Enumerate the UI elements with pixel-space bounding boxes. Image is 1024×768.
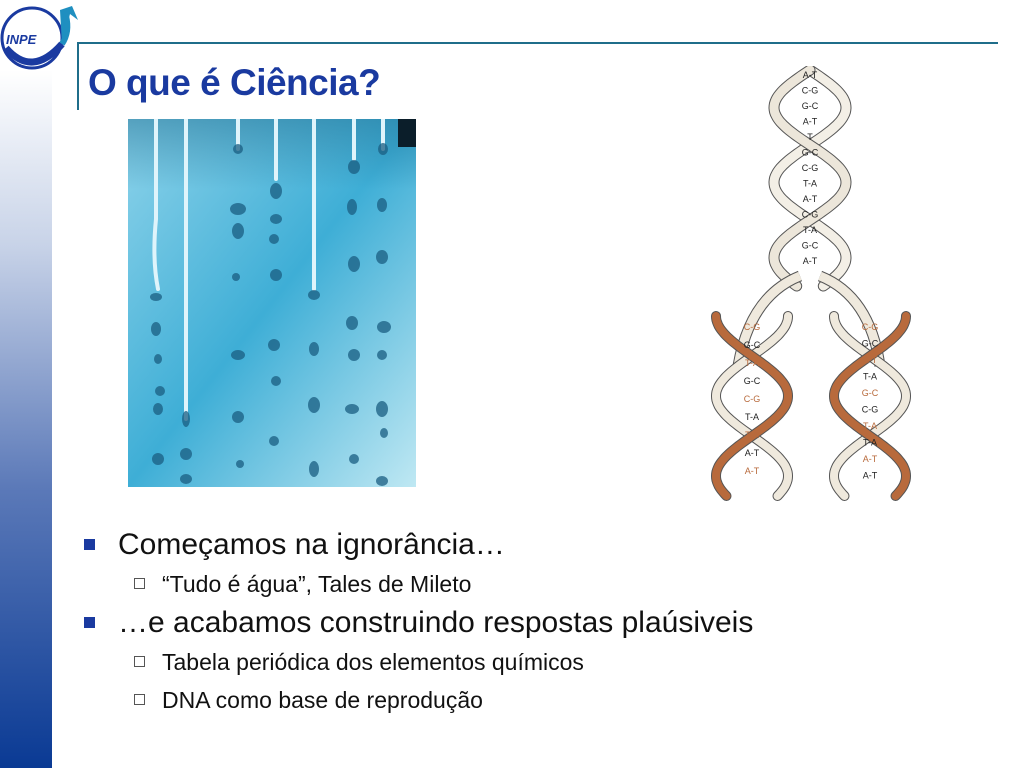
base-pair-label: A-T — [803, 256, 818, 266]
base-pair-label: G-C — [802, 241, 819, 251]
base-pair-label: A-T — [803, 117, 818, 127]
bullet-text: Começamos na ignorância… — [118, 528, 505, 561]
sub-bullet-item: “Tudo é água”, Tales de Mileto — [78, 565, 978, 603]
bullet-item: …e acabamos construindo respostas plaúsi… — [78, 603, 978, 643]
base-pair-label: T-A — [863, 438, 877, 448]
base-pair-label: G-C — [862, 339, 879, 349]
base-pair-label: A-T — [745, 448, 760, 458]
base-pair-label: G-C — [862, 388, 879, 398]
base-pair-label: G-C — [744, 340, 761, 350]
base-pair-label: C-G — [862, 405, 879, 415]
sub-bullet-text: “Tudo é água”, Tales de Mileto — [162, 571, 472, 597]
bullet-marker — [84, 539, 95, 550]
base-pair-label: T-A — [803, 225, 817, 235]
base-pair-label: A-T — [745, 466, 760, 476]
title-rule — [77, 42, 79, 110]
bullet-item: Começamos na ignorância… — [78, 525, 978, 565]
sidebar-gradient — [0, 70, 52, 768]
sub-bullet-text: Tabela periódica dos elementos químicos — [162, 649, 584, 675]
base-pair-label: C-G — [744, 322, 761, 332]
dna-replication-image: A-T C-G G-C A-T T G-C C-G T-A A-T C-G T-A G-C A-T C-… — [710, 66, 912, 501]
base-pair-label: C-G — [802, 163, 819, 173]
base-pair-label: T-A — [803, 179, 817, 189]
base-pair-label: T-A — [745, 412, 759, 422]
page-title: O que é Ciência? — [88, 62, 381, 103]
sub-bullet-marker — [134, 694, 145, 705]
base-pair-label: C-G — [862, 322, 879, 332]
sub-bullet-item: DNA como base de reprodução — [78, 681, 978, 719]
base-pair-label: T-A — [745, 358, 759, 368]
base-pair-label: A-T — [863, 355, 878, 365]
sub-bullet-item: Tabela periódica dos elementos químicos — [78, 643, 978, 681]
base-pair-label: T — [807, 132, 813, 142]
sub-bullet-text: DNA como base de reprodução — [162, 687, 483, 713]
base-pair-label: A-T — [803, 194, 818, 204]
base-pair-label: G-C — [802, 148, 819, 158]
water-drops-image — [128, 119, 416, 487]
base-pair-label: A-T — [803, 70, 818, 80]
inpe-logo: INPE — [0, 6, 78, 70]
sub-bullet-marker — [134, 578, 145, 589]
base-pair-label: G-C — [802, 101, 819, 111]
base-pair-label: A-T — [863, 471, 878, 481]
base-pair-label: C-G — [802, 210, 819, 220]
bullet-marker — [84, 617, 95, 628]
logo-text: INPE — [6, 32, 37, 47]
header-rule — [78, 42, 998, 44]
base-pair-label: T-A — [745, 430, 759, 440]
bullet-list: Começamos na ignorância… “Tudo é água”, … — [78, 525, 978, 719]
base-pair-label: T-A — [863, 372, 877, 382]
base-pair-label: C-G — [802, 86, 819, 96]
base-pair-label: A-T — [863, 454, 878, 464]
bullet-text: …e acabamos construindo respostas plaúsi… — [118, 606, 754, 639]
base-pair-label: T-A — [863, 421, 877, 431]
base-pair-label: C-G — [744, 394, 761, 404]
sub-bullet-marker — [134, 656, 145, 667]
base-pair-label: G-C — [744, 376, 761, 386]
